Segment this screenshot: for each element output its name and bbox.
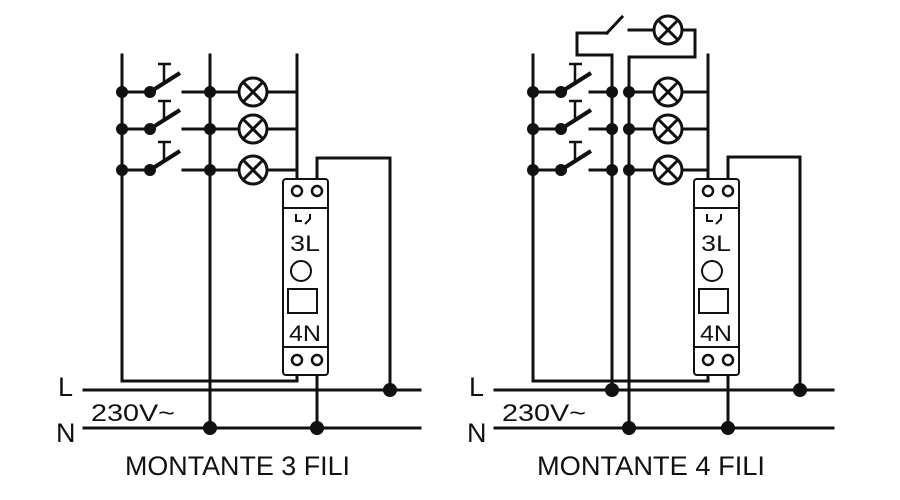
lamp-icon <box>237 154 269 186</box>
diagram-title: MONTANTE 3 FILI <box>125 451 350 481</box>
pushbutton-icon <box>553 140 593 178</box>
lamp-icon <box>652 154 684 186</box>
pushbutton-icon <box>553 62 593 100</box>
module-top-label: 3L <box>290 231 320 256</box>
lamp-icon <box>237 76 269 108</box>
junction-dots <box>527 86 807 435</box>
pushbutton-icon <box>553 99 593 137</box>
pushbutton-icon <box>142 140 182 178</box>
voltage-label: 230V~ <box>502 400 586 427</box>
diagram-title: MONTANTE 4 FILI <box>537 451 765 481</box>
junction-dots <box>116 86 397 435</box>
pushbutton-icon <box>142 62 182 100</box>
line-label: L <box>58 372 73 402</box>
wires <box>82 53 422 430</box>
relay-module: 3L 4N <box>281 177 330 377</box>
lamp-icon <box>652 113 684 145</box>
switch-icon <box>604 14 625 36</box>
voltage-label: 230V~ <box>91 400 175 427</box>
lamp-icon <box>652 14 684 46</box>
line-label: L <box>469 372 484 402</box>
relay-module: 3L 4N <box>692 177 741 377</box>
neutral-label: N <box>467 418 487 448</box>
module-bottom-label: 4N <box>289 321 321 346</box>
module-bottom-label: 4N <box>700 321 732 346</box>
diagram-3-wire: 3L 4N L N 230V~ MONTANTE 3 FILI <box>56 53 422 481</box>
lamp-icon <box>237 113 269 145</box>
lamp-icon <box>652 76 684 108</box>
diagram-4-wire: 3L 4N L N 230V~ MONTANTE 4 FILI <box>467 14 835 481</box>
pushbutton-icon <box>142 99 182 137</box>
module-top-label: 3L <box>701 231 731 256</box>
neutral-label: N <box>56 418 76 448</box>
